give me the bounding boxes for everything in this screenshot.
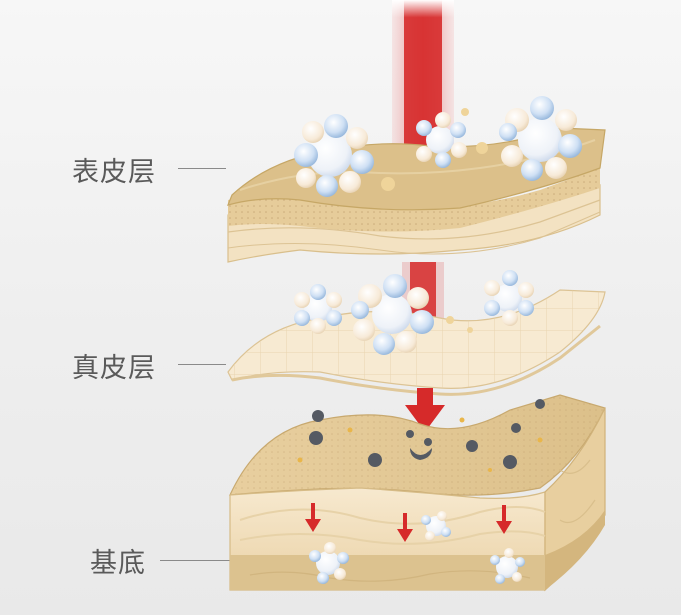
leader-line-base [160,560,240,561]
dermis-particles [294,270,534,355]
small-arrows [305,503,512,542]
base-block [229,394,606,592]
base-particles [309,511,525,584]
label-epidermis: 表皮层 [72,157,156,188]
leader-line-epidermis [178,168,226,169]
epidermis-particles [294,96,582,197]
label-base: 基底 [90,548,146,579]
arrow-down-icon [405,388,445,432]
label-dermis: 真皮层 [72,353,156,384]
arrow-down-icon [496,505,512,534]
leader-line-dermis [178,364,226,365]
base-dark-particles [297,399,545,472]
arrow-down-icon [305,503,321,532]
arrow-down-icon [397,513,413,542]
